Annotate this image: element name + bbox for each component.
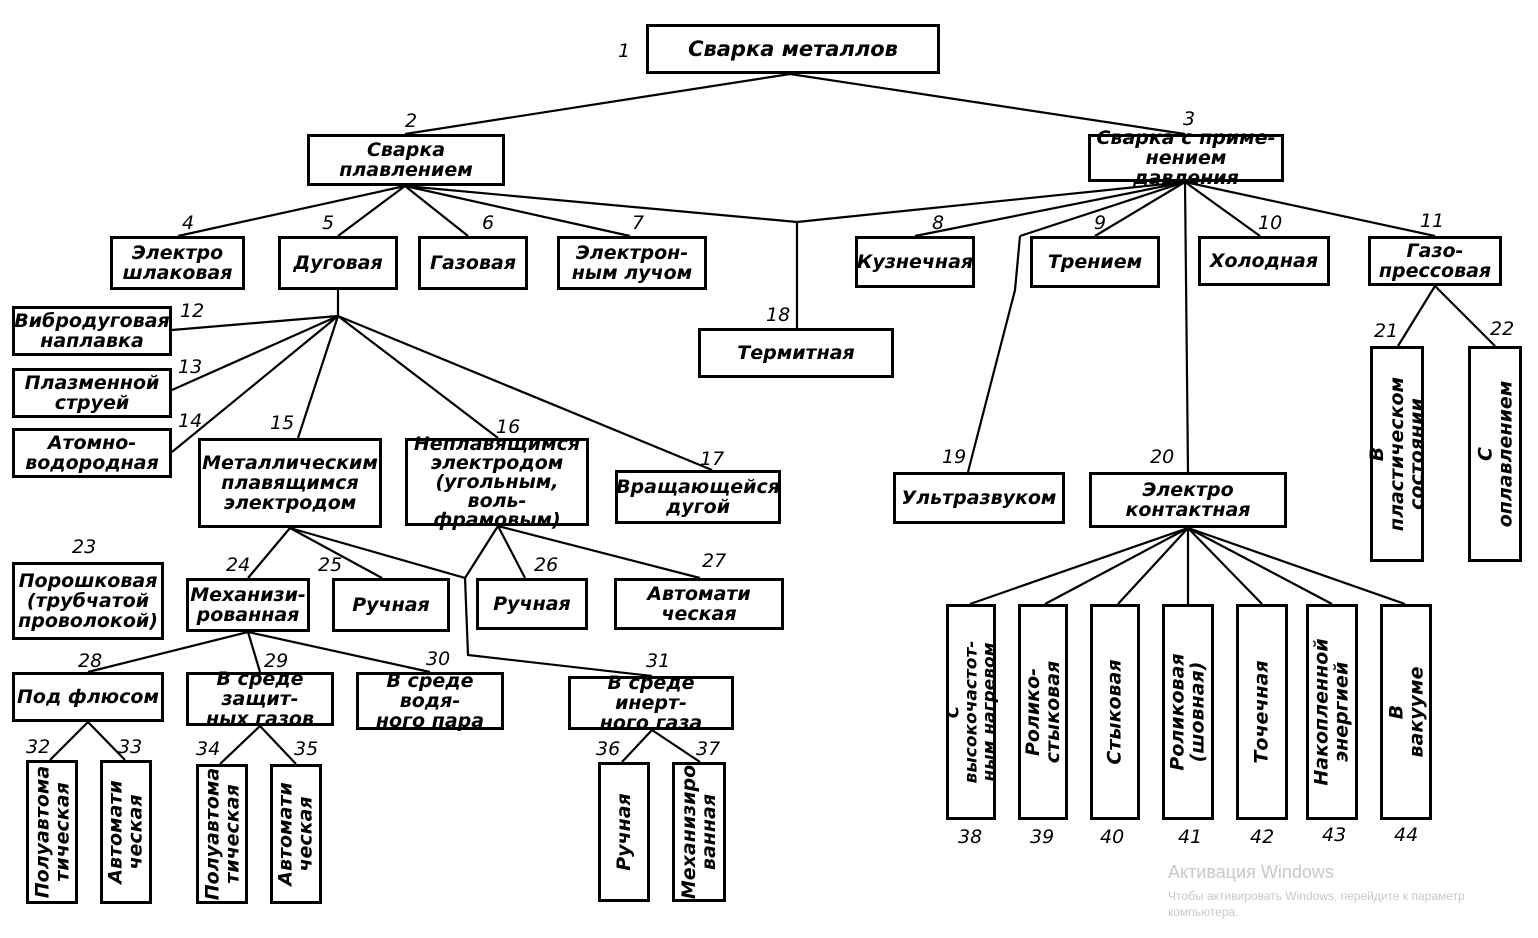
node-11-gas-pressure: Газо- прессовая (1368, 236, 1502, 286)
node-41-seam: Роликовая (шовная) (1162, 604, 1214, 820)
number-31: 31 (646, 650, 671, 672)
node-16-non-consumable-electrode: Неплавящимся электродом (угольным, воль-… (405, 434, 589, 529)
number-33: 33 (118, 736, 143, 758)
node-28-submerged-arc: Под флюсом (12, 672, 164, 722)
number-32: 32 (26, 736, 51, 758)
number-8: 8 (932, 212, 945, 234)
number-4: 4 (182, 212, 195, 234)
node-14-atomic-hydrogen: Атомно- водородная (12, 428, 172, 478)
number-9: 9 (1094, 212, 1107, 234)
node-36-manual: Ручная (598, 762, 650, 902)
number-11: 11 (1420, 210, 1445, 232)
number-29: 29 (264, 650, 289, 672)
node-3-pressure-welding: Сварка с приме- нением давления (1088, 128, 1284, 188)
node-22-with-flashing: С оплавлением (1468, 346, 1522, 562)
node-33-automatic: Автомати ческая (100, 760, 152, 904)
number-21: 21 (1374, 320, 1399, 342)
number-5: 5 (322, 212, 335, 234)
node-43-stored-energy: Накопленной энергией (1306, 604, 1358, 820)
number-38: 38 (958, 826, 983, 848)
activation-watermark-title: Активация Windows (1168, 862, 1334, 882)
number-12: 12 (180, 300, 205, 322)
number-15: 15 (270, 412, 295, 434)
node-30-water-vapor: В среде водя- ного пара (356, 671, 504, 731)
number-30: 30 (426, 648, 451, 670)
node-40-butt: Стыковая (1090, 604, 1140, 820)
number-22: 22 (1490, 318, 1515, 340)
node-20-resistance: Электро контактная (1089, 472, 1287, 528)
number-2: 2 (405, 110, 418, 132)
number-17: 17 (700, 448, 725, 470)
number-24: 24 (226, 554, 251, 576)
number-20: 20 (1150, 446, 1175, 468)
node-17-rotating-arc: Вращающейся дугой (615, 470, 781, 524)
node-35-automatic: Автомати ческая (270, 764, 322, 904)
node-5-arc: Дуговая (278, 236, 398, 290)
node-10-cold: Холодная (1198, 236, 1330, 286)
node-12-vibro-arc-surfacing: Вибродуговая наплавка (12, 306, 172, 356)
number-43: 43 (1322, 824, 1347, 846)
node-15-consumable-electrode: Металлическим плавящимся электродом (198, 438, 382, 528)
number-27: 27 (702, 550, 727, 572)
node-44-vacuum: В вакууме (1380, 604, 1432, 820)
number-3: 3 (1183, 108, 1196, 130)
number-42: 42 (1250, 826, 1275, 848)
node-24-mechanized: Механизи- рованная (186, 578, 310, 632)
number-34: 34 (196, 738, 221, 760)
node-23-flux-cored: Порошковая (трубчатой проволокой) (12, 562, 164, 640)
node-8-forge: Кузнечная (855, 236, 975, 288)
node-38-high-frequency: С высокочастот- ным нагревом (943, 604, 999, 820)
number-7: 7 (632, 212, 645, 234)
number-41: 41 (1178, 826, 1203, 848)
node-9-friction: Трением (1030, 236, 1160, 288)
number-37: 37 (696, 738, 721, 760)
node-25-manual: Ручная (332, 578, 450, 632)
number-10: 10 (1258, 212, 1283, 234)
number-16: 16 (496, 416, 521, 438)
node-21-plastic-state: В пластическом состоянии (1366, 346, 1428, 562)
node-37-mechanized: Механизиро ванная (672, 762, 726, 902)
node-26-manual: Ручная (476, 578, 588, 630)
node-39-roller-butt: Ролико-стыковая (1018, 604, 1068, 820)
number-14: 14 (178, 410, 203, 432)
node-1-welding-of-metals: Сварка металлов (646, 24, 940, 74)
node-32-semiautomatic: Полуавтома тическая (26, 760, 78, 904)
node-29-shielding-gas: В среде защит- ных газов (186, 669, 334, 729)
number-35: 35 (294, 738, 319, 760)
number-25: 25 (318, 554, 343, 576)
number-26: 26 (534, 554, 559, 576)
node-34-semiautomatic: Полуавтома тическая (196, 764, 248, 904)
node-2-fusion-welding: Сварка плавлением (307, 134, 505, 186)
activation-watermark-subtitle: Чтобы активировать Windows, перейдите к … (1168, 889, 1465, 919)
node-4-electroslag: Электро шлаковая (110, 236, 245, 290)
node-13-plasma-jet: Плазменной струей (12, 368, 172, 418)
number-44: 44 (1394, 824, 1419, 846)
node-18-thermite: Термитная (698, 328, 894, 378)
node-7-electron-beam: Электрон- ным лучом (557, 236, 707, 290)
number-40: 40 (1100, 826, 1125, 848)
number-6: 6 (482, 212, 495, 234)
number-28: 28 (78, 650, 103, 672)
node-42-spot: Точечная (1236, 604, 1288, 820)
number-18: 18 (766, 304, 791, 326)
node-27-automatic: Автомати ческая (614, 578, 784, 630)
number-19: 19 (942, 446, 967, 468)
number-23: 23 (72, 536, 97, 558)
number-13: 13 (178, 356, 203, 378)
node-6-gas: Газовая (418, 236, 528, 290)
number-39: 39 (1030, 826, 1055, 848)
number-1: 1 (618, 40, 631, 62)
node-19-ultrasound: Ультразвуком (893, 472, 1065, 524)
number-36: 36 (596, 738, 621, 760)
node-31-inert-gas: В среде инерт- ного газа (568, 673, 734, 733)
